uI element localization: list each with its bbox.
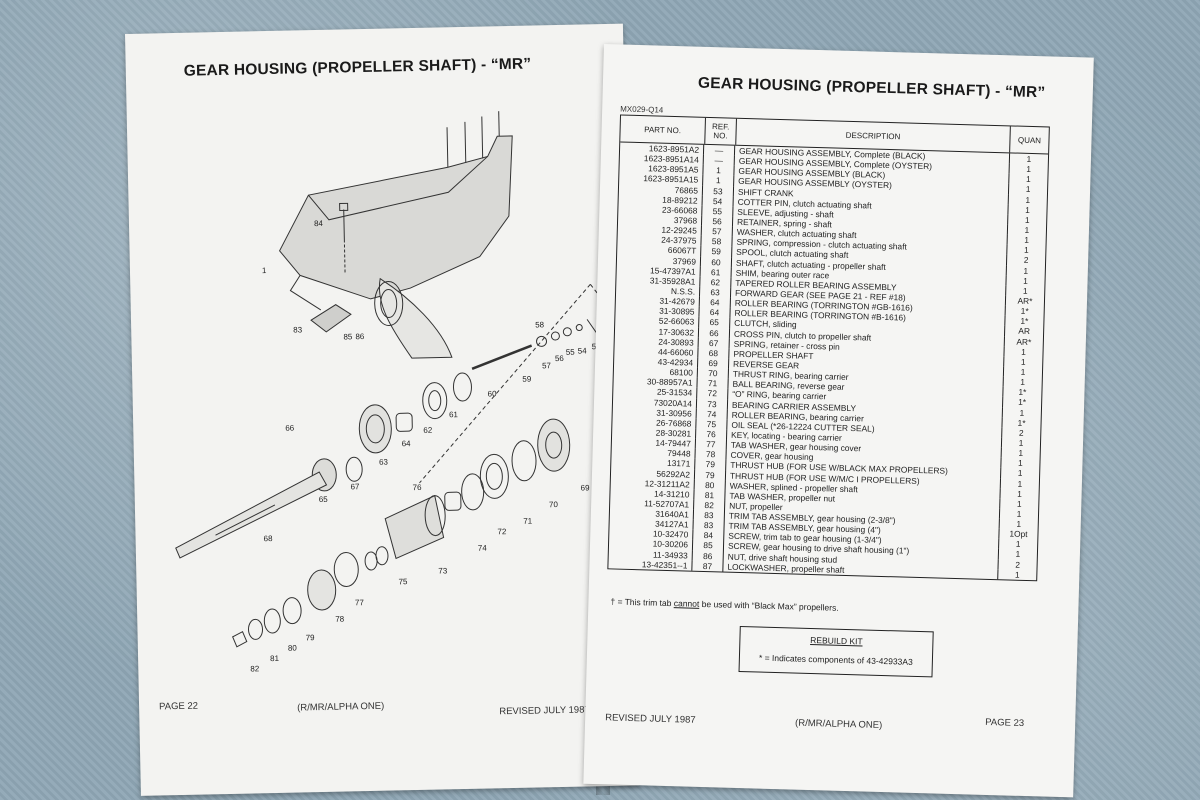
callout-86: 86 xyxy=(355,332,365,341)
callout-61: 61 xyxy=(449,410,459,419)
col-part-no: PART NO. xyxy=(620,115,706,144)
callout-69: 69 xyxy=(581,483,591,492)
callout-85: 85 xyxy=(343,332,353,341)
note-prefix: † = This trim tab xyxy=(610,596,672,609)
col-ref-no: REF. NO. xyxy=(705,117,737,145)
callout-56: 56 xyxy=(555,354,565,363)
propeller-shaft xyxy=(175,471,328,559)
callout-54: 54 xyxy=(578,346,588,355)
ref-no-cell: 87 xyxy=(692,560,724,572)
callout-73: 73 xyxy=(438,566,448,575)
right-model: (R/MR/ALPHA ONE) xyxy=(794,717,883,732)
part-no-cell: 13-42351--1 xyxy=(608,558,693,571)
callout-68: 68 xyxy=(264,534,274,543)
note-suffix: be used with “Black Max” propellers. xyxy=(701,598,839,613)
callout-83: 83 xyxy=(293,325,303,334)
callout-81: 81 xyxy=(270,654,280,663)
callout-80: 80 xyxy=(288,644,298,653)
left-model: (R/MR/ALPHA ONE) xyxy=(297,700,385,714)
callout-71: 71 xyxy=(523,517,533,526)
left-page: GEAR HOUSING (PROPELLER SHAFT) - “MR” xyxy=(125,23,639,796)
figure-code: MX029-Q14 xyxy=(620,104,664,115)
left-page-title: GEAR HOUSING (PROPELLER SHAFT) - “MR” xyxy=(183,55,532,80)
callout-82: 82 xyxy=(250,664,260,673)
right-revised: REVISED JULY 1987 xyxy=(605,712,696,726)
note-cannot: cannot xyxy=(673,598,700,609)
callout-59: 59 xyxy=(522,375,532,384)
callout-64: 64 xyxy=(402,439,412,448)
callout-75: 75 xyxy=(398,577,408,586)
quan-cell: 1 xyxy=(1014,569,1020,580)
callout-55: 55 xyxy=(566,348,576,357)
callout-1: 1 xyxy=(262,266,267,275)
right-page: GEAR HOUSING (PROPELLER SHAFT) - “MR” MX… xyxy=(583,44,1094,798)
callout-79: 79 xyxy=(306,633,316,642)
forward-gear xyxy=(358,404,392,454)
callout-66: 66 xyxy=(285,424,295,433)
callout-57: 57 xyxy=(542,361,552,370)
left-page-number: PAGE 22 xyxy=(158,700,199,713)
rebuild-kit-title: REBUILD KIT xyxy=(810,634,863,647)
reverse-gear xyxy=(537,418,571,472)
right-page-number: PAGE 23 xyxy=(985,716,1025,729)
callout-76: 76 xyxy=(412,483,422,492)
callout-63: 63 xyxy=(379,458,389,467)
callout-67: 67 xyxy=(350,482,360,491)
rebuild-kit-note: * = Indicates components of 43-42933A3 xyxy=(758,652,913,667)
col-quan: QUAN xyxy=(1017,135,1042,145)
parts-table: PART NO. REF. NO. DESCRIPTION QUAN 1623-… xyxy=(607,114,1050,582)
trim-tab-note: † = This trim tab cannot be used with “B… xyxy=(610,596,839,612)
rebuild-kit-box: REBUILD KIT * = Indicates components of … xyxy=(738,626,934,678)
right-page-title: GEAR HOUSING (PROPELLER SHAFT) - “MR” xyxy=(697,74,1046,102)
gear-housing-body xyxy=(278,135,513,300)
callout-74: 74 xyxy=(478,544,488,553)
lower-skeg xyxy=(378,277,453,359)
callout-65: 65 xyxy=(319,495,329,504)
callout-84: 84 xyxy=(314,219,324,228)
trim-tab xyxy=(310,304,352,333)
callout-72: 72 xyxy=(497,527,507,536)
callout-77: 77 xyxy=(355,598,365,607)
callout-78: 78 xyxy=(335,615,345,624)
bearing-carrier xyxy=(384,494,445,560)
callout-70: 70 xyxy=(549,500,559,509)
callout-58: 58 xyxy=(535,320,545,329)
callout-60: 60 xyxy=(488,389,498,398)
exploded-parts-diagram: 84 1 83 85 86 58 55 56 57 54 53 59 60 61… xyxy=(175,111,607,674)
left-revised: REVISED JULY 1987 xyxy=(499,704,590,718)
parts-table-body: 1623-8951A2—GEAR HOUSING ASSEMBLY, Compl… xyxy=(608,142,1048,580)
callout-62: 62 xyxy=(423,426,433,435)
